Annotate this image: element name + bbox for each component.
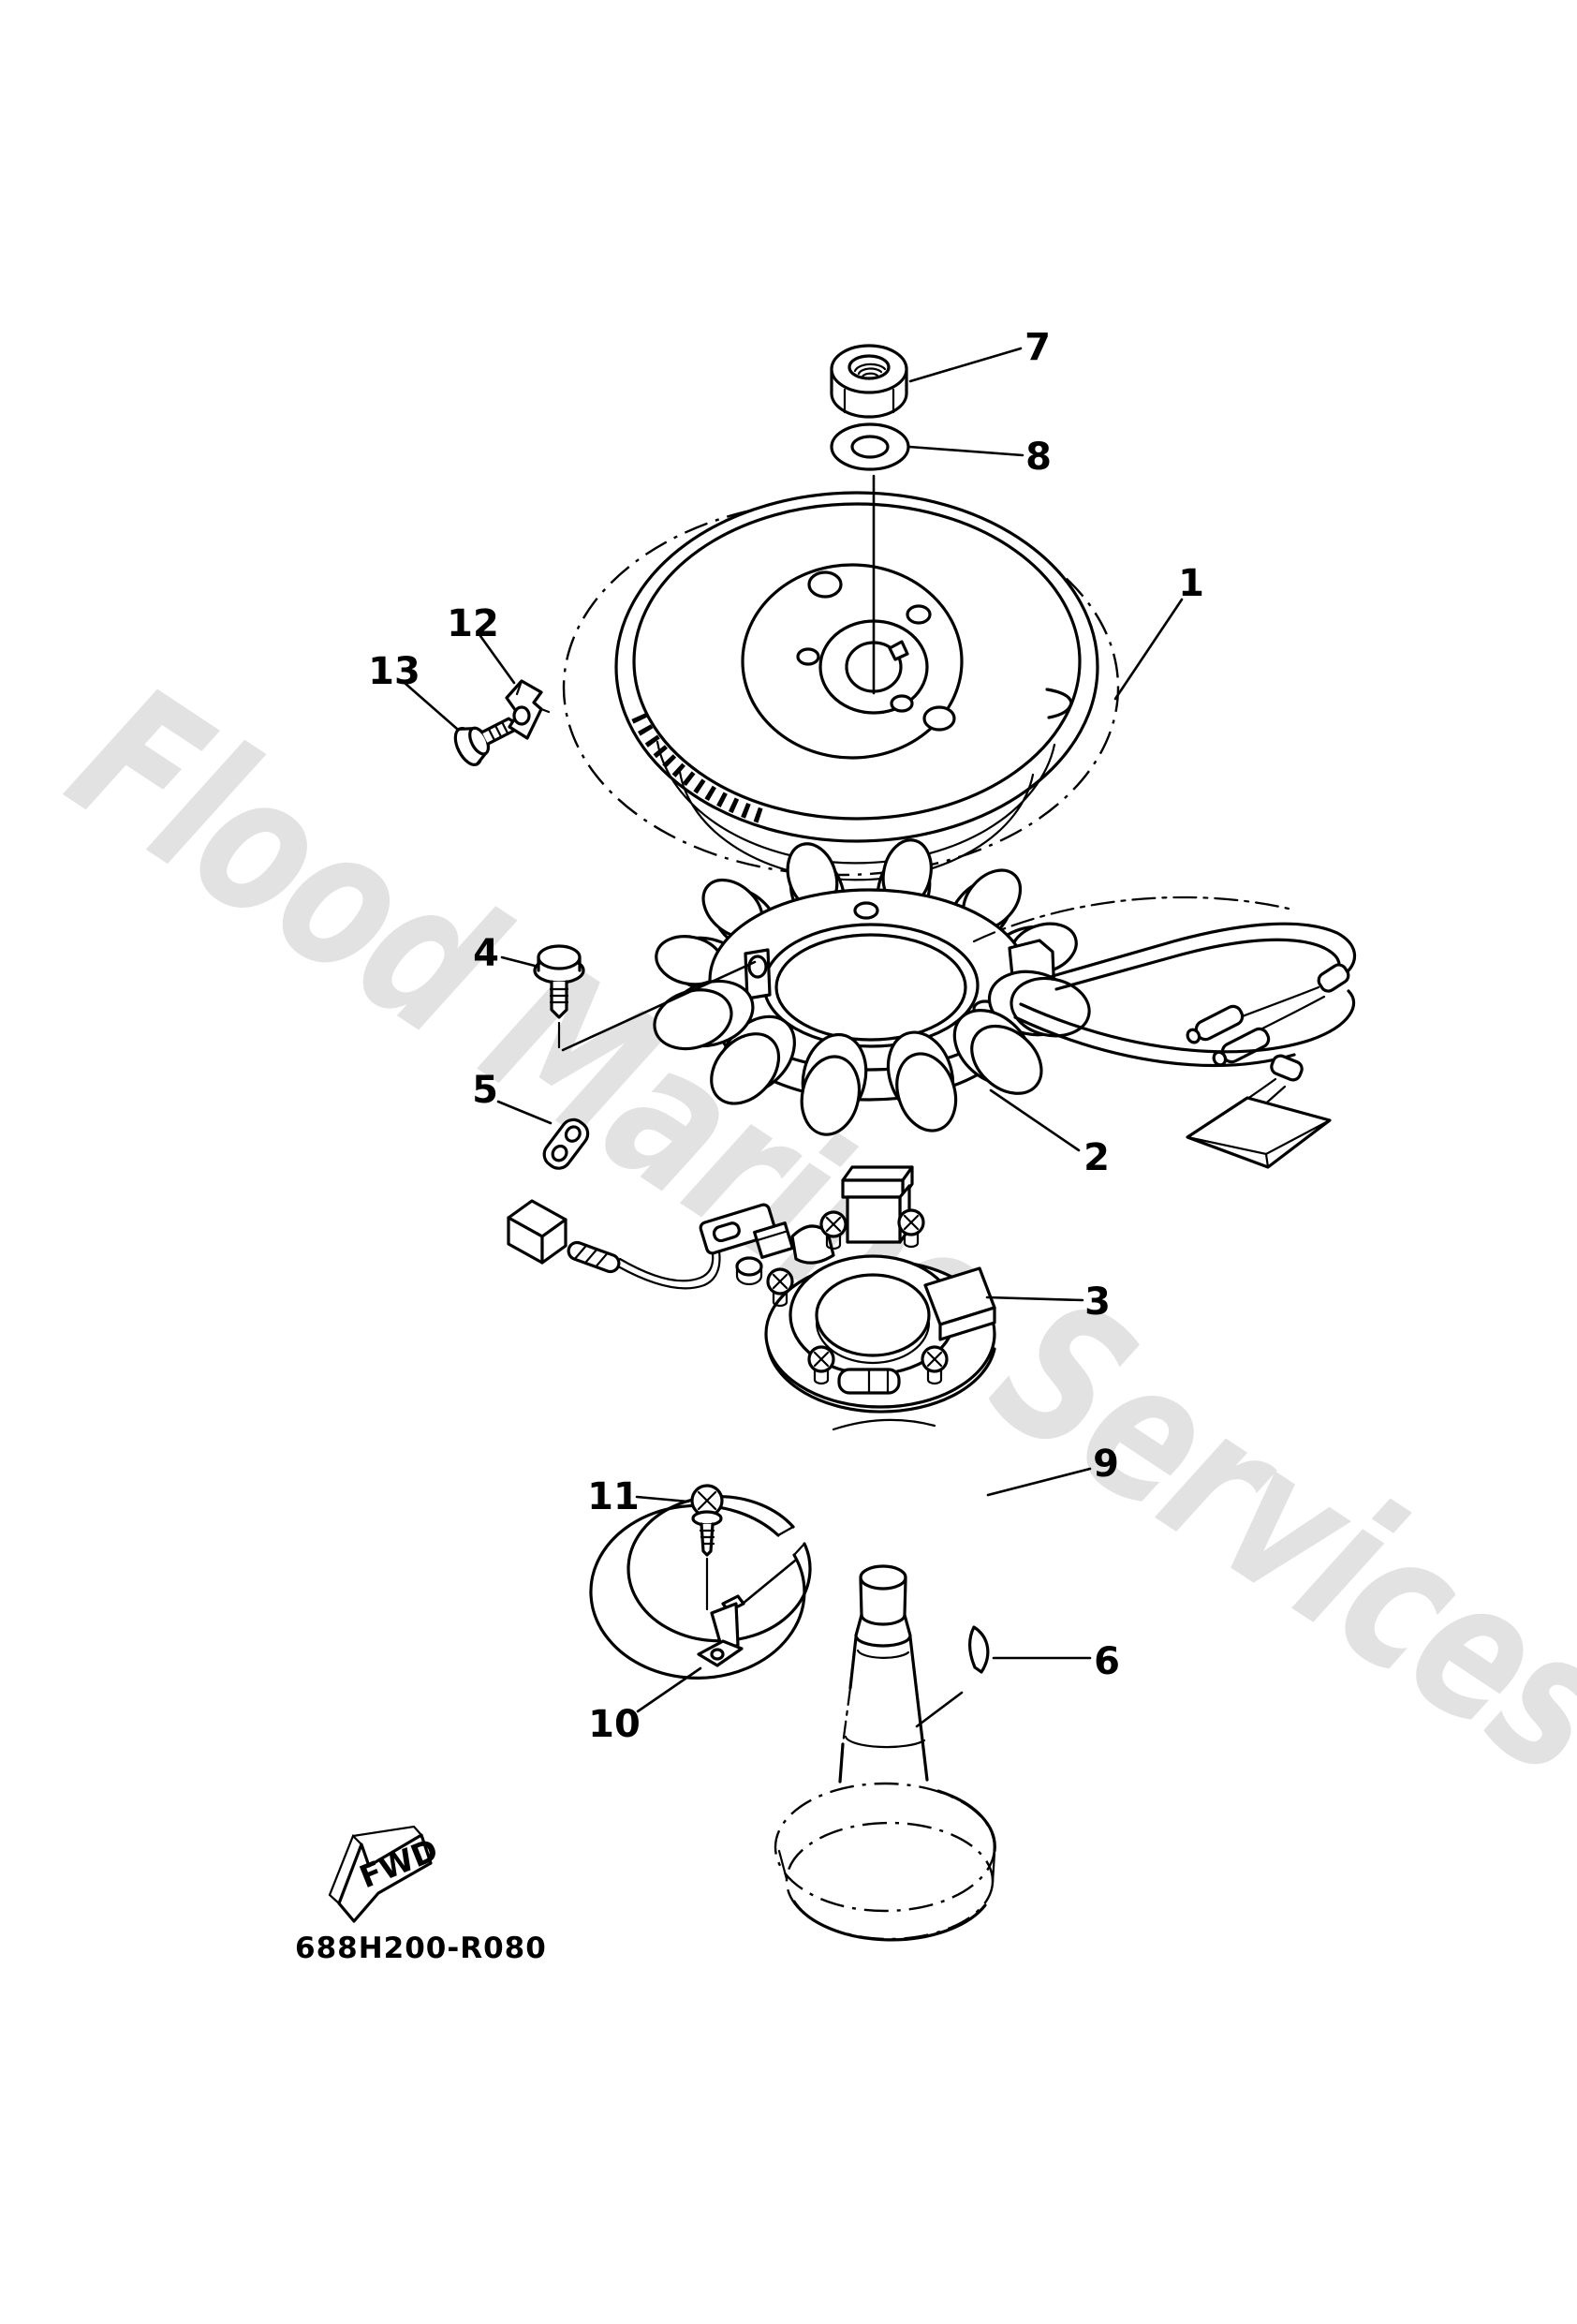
stator-coil: [710, 1014, 796, 1105]
stator-wire-harness: [972, 896, 1357, 1169]
leader-13: [403, 681, 459, 731]
callout-12: 12: [447, 602, 499, 645]
leader-7: [908, 347, 1023, 383]
bullet-connector: [1186, 1004, 1245, 1044]
flywheel: [562, 491, 1120, 881]
magneto-base-assembly: [507, 1165, 996, 1414]
fwd-arrow-label: FWD: [354, 1831, 443, 1896]
leader-1: [1113, 598, 1184, 701]
lead-bracket: [697, 1594, 745, 1667]
base-arm-block: [753, 1221, 794, 1259]
harness-ferrule: [1317, 963, 1350, 993]
callout-13: 13: [368, 650, 420, 693]
pan-screw: [690, 1484, 724, 1611]
callout-11: 11: [587, 1475, 640, 1518]
leader-5: [496, 1100, 553, 1125]
flywheel-notch: [1045, 688, 1073, 719]
callout-9: 9: [1093, 1443, 1119, 1486]
leader-3: [985, 1295, 1084, 1302]
stator-coil: [800, 1032, 868, 1136]
callout-labels: 1 2 3 4 5 6 7 8 9 10 11 12 13: [368, 326, 1204, 1746]
woodruff-key: [968, 1625, 990, 1674]
flywheel-nut: [830, 344, 908, 419]
callout-6: 6: [1094, 1640, 1120, 1683]
crankshaft: [774, 1564, 996, 1942]
base-screw: [766, 1267, 794, 1308]
harness-upper-cable-dashdot: [972, 896, 1290, 943]
base-screw: [819, 1210, 847, 1251]
callout-4: 4: [473, 932, 499, 975]
leader-2: [989, 1088, 1081, 1152]
harness-ferrule: [1270, 1054, 1304, 1082]
leader-8: [907, 445, 1024, 457]
stator-coil: [886, 1030, 958, 1132]
wire-clamp: [542, 1118, 590, 1170]
callout-10: 10: [588, 1703, 641, 1746]
pulser-coil: [841, 1165, 914, 1182]
leader-10: [636, 1666, 702, 1713]
flywheel-outer-dashdot: [562, 498, 1120, 877]
drawing-code: 688H200-R080: [295, 1932, 547, 1965]
stator-assembly: [653, 838, 1091, 1136]
callout-1: 1: [1178, 562, 1204, 605]
callout-8: 8: [1025, 436, 1052, 479]
leader-4: [500, 955, 757, 1052]
base-arm: [699, 1203, 777, 1255]
clip-bolt: [453, 717, 517, 766]
callout-2: 2: [1083, 1136, 1110, 1179]
stator-bolt: [533, 944, 585, 1049]
callout-7: 7: [1024, 326, 1051, 369]
leader-lines: [403, 347, 1184, 1728]
leader-6: [915, 1656, 1092, 1728]
stator-coil: [987, 970, 1091, 1038]
washer: [830, 422, 910, 471]
leader-9: [741, 1467, 1092, 1606]
retaining-clip: [505, 679, 551, 740]
stator-coil: [653, 979, 755, 1051]
leader-11: [635, 1495, 690, 1503]
crankshaft-nose: [859, 1564, 907, 1591]
callout-5: 5: [472, 1069, 498, 1112]
fwd-direction-arrow: FWD: [328, 1825, 443, 1923]
lead-sleeve: [567, 1240, 621, 1274]
base-screw: [921, 1345, 949, 1385]
leader-12: [479, 634, 516, 685]
fwd-arrow-shape: [337, 1833, 433, 1923]
callout-3: 3: [1084, 1280, 1111, 1324]
stator-coil: [952, 1009, 1043, 1095]
pulser-lead-wire: [616, 1250, 721, 1290]
base-screw: [897, 1208, 925, 1249]
base-screw: [807, 1345, 835, 1385]
retainer-ring: [589, 1418, 936, 1680]
